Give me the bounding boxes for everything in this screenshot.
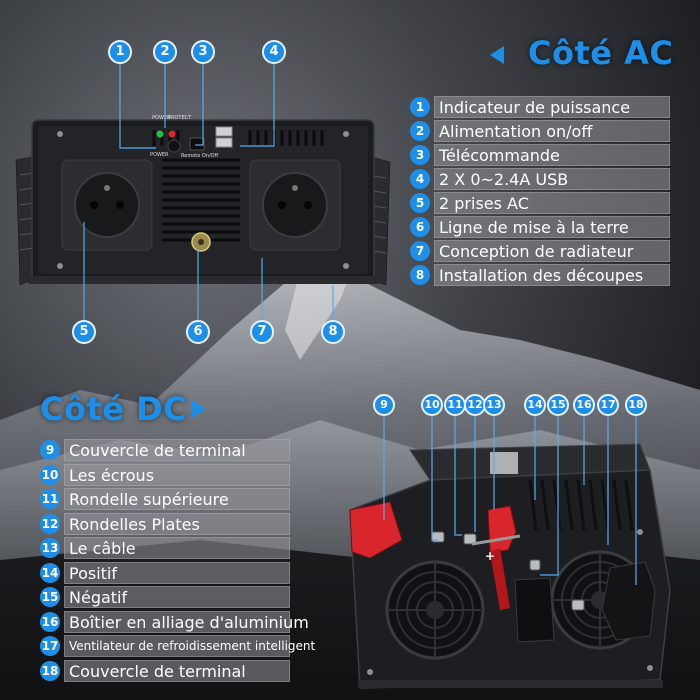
legend-badge: 13 (40, 538, 60, 558)
legend-badge: 17 (40, 636, 60, 656)
legend-label: Les écrous (69, 465, 155, 485)
legend-label: 2 prises AC (439, 194, 529, 213)
legend-label: Rondelles Plates (69, 514, 200, 534)
legend-label: 2 X 0~2.4A USB (439, 170, 569, 189)
legend-label: Rondelle supérieure (69, 490, 229, 509)
dc-side-title: Côté DC (40, 390, 188, 428)
power-led-label: POWER (152, 115, 171, 121)
callout-17: 17 (597, 394, 619, 416)
legend-label: Le câble (69, 539, 136, 558)
callout-3: 3 (191, 40, 215, 64)
callout-2: 2 (153, 40, 177, 64)
legend-badge: 15 (40, 587, 60, 607)
callout-7: 7 (250, 320, 274, 344)
callout-13: 13 (483, 394, 505, 416)
legend-label: Négatif (69, 588, 128, 607)
legend-label: Indicateur de puissance (439, 98, 631, 117)
legend-badge: 14 (40, 562, 60, 583)
switch-label: POWER (150, 152, 169, 158)
callout-18: 18 (625, 394, 647, 416)
dc-title-arrow-icon (192, 400, 206, 418)
callout-10: 10 (421, 394, 443, 416)
ac-title-arrow-icon (490, 46, 504, 64)
remote-port-label: Remote On/Off (181, 153, 219, 159)
callout-9: 9 (373, 394, 395, 416)
legend-badge: 18 (40, 660, 60, 681)
legend-badge: 5 (410, 193, 430, 213)
legend-label: Positif (69, 563, 117, 583)
callout-16: 16 (573, 394, 595, 416)
dc-side-inverter: + (349, 443, 671, 689)
legend-label: Ventilateur de refroidissement intellige… (69, 639, 316, 653)
legend-badge: 10 (40, 464, 60, 485)
legend-badge: 3 (410, 145, 430, 165)
legend-badge: 6 (410, 217, 430, 237)
callout-15: 15 (547, 394, 569, 416)
ac-side-title: Côté AC (528, 34, 674, 72)
legend-label: Couvercle de terminal (69, 441, 246, 460)
callout-11: 11 (444, 394, 466, 416)
legend-badge: 7 (410, 241, 430, 261)
legend-badge: 1 (410, 97, 430, 117)
callout-8: 8 (321, 320, 345, 344)
callout-4: 4 (262, 40, 286, 64)
legend-label: Installation des découpes (439, 266, 644, 285)
callout-5: 5 (72, 320, 96, 344)
legend-label: Alimentation on/off (439, 122, 593, 141)
legend-label: Télécommande (439, 146, 560, 165)
svg-text:+: + (485, 549, 495, 563)
legend-badge: 4 (410, 169, 430, 189)
ac-side-inverter (15, 119, 391, 286)
protect-led-label: PROTECT (168, 115, 192, 121)
legend-badge: 8 (410, 265, 430, 285)
legend-label: Ligne de mise à la terre (439, 218, 629, 237)
callout-14: 14 (524, 394, 546, 416)
legend-label: Conception de radiateur (439, 242, 634, 261)
callout-6: 6 (186, 320, 210, 344)
legend-label: Couvercle de terminal (69, 661, 246, 681)
legend-badge: 9 (40, 440, 60, 460)
legend-badge: 11 (40, 489, 60, 509)
callout-1: 1 (108, 40, 132, 64)
legend-badge: 16 (40, 611, 60, 632)
legend-label: Boîtier en alliage d'aluminium (69, 612, 309, 632)
legend-badge: 12 (40, 513, 60, 534)
legend-badge: 2 (410, 121, 430, 141)
